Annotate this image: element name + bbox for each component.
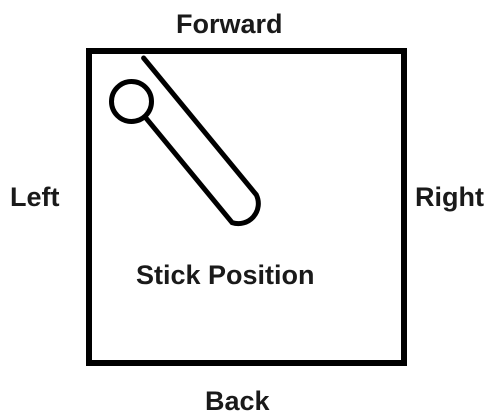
left-label: Left: [10, 184, 60, 211]
forward-label: Forward: [176, 11, 283, 38]
joystick-stick-icon: [112, 58, 259, 224]
back-label: Back: [205, 388, 270, 415]
stick-position-label: Stick Position: [136, 262, 315, 289]
stick-top-cap: [112, 82, 152, 122]
right-label: Right: [415, 184, 484, 211]
